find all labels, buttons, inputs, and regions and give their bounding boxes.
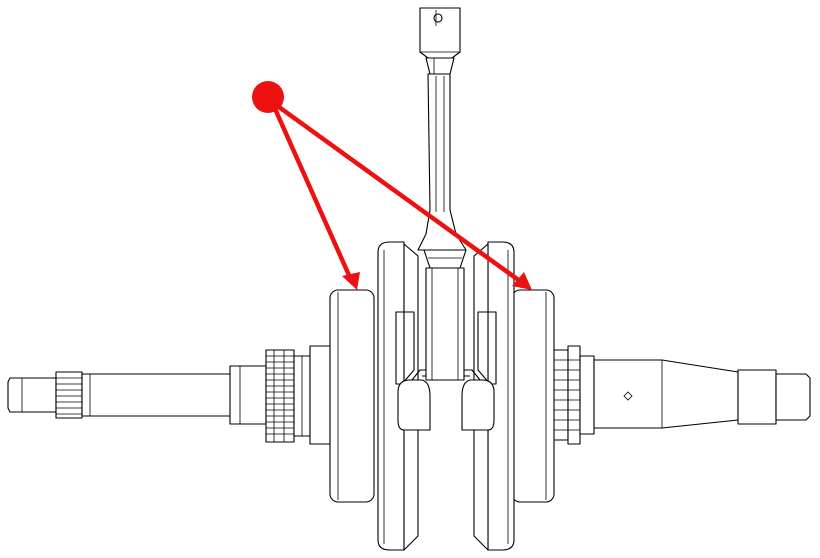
right-crank-web (511, 289, 555, 503)
arrowhead-left (342, 272, 360, 290)
crank-center-body (377, 241, 515, 551)
callout-marker (252, 81, 284, 113)
arrowhead-right (512, 272, 532, 290)
right-shaft (551, 345, 811, 445)
left-crank-web (329, 289, 375, 503)
connecting-rod (417, 7, 467, 381)
callout-annotation (252, 81, 532, 290)
left-shaft (7, 345, 331, 445)
callout-arrow-right (269, 99, 527, 287)
callout-arrow-left (269, 99, 355, 285)
